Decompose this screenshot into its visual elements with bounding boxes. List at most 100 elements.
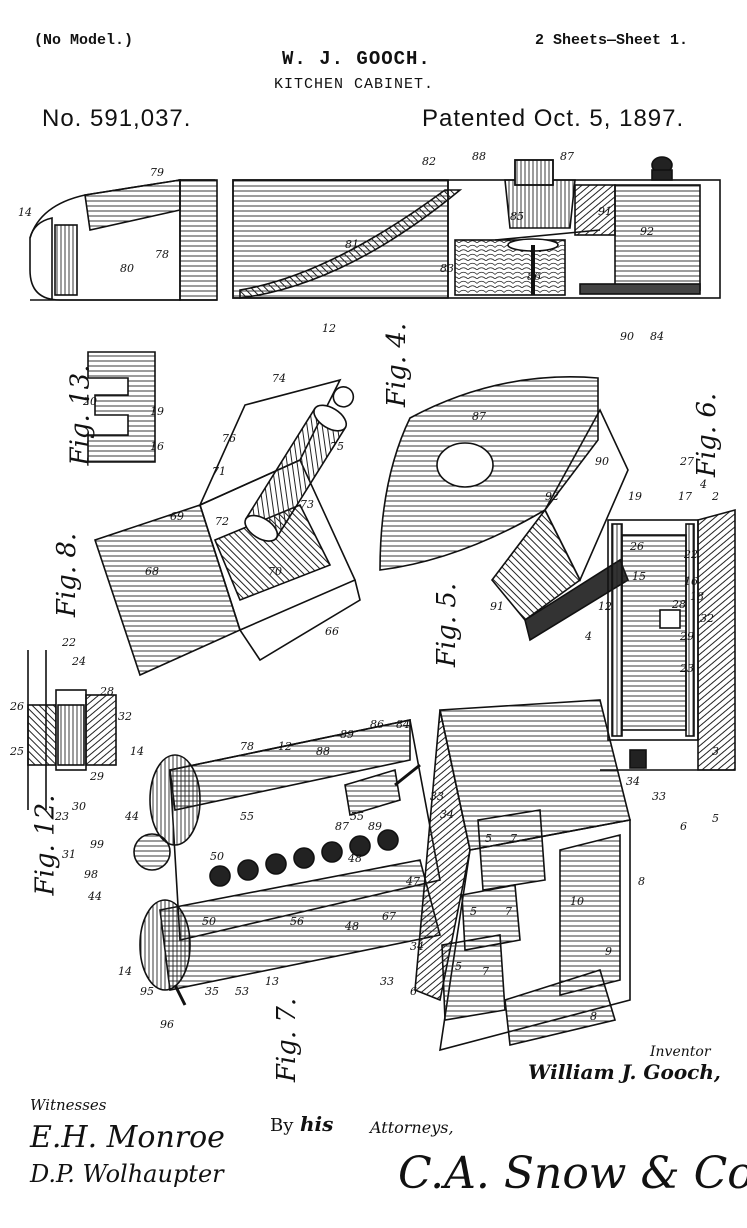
ref-numeral: 14 [18,206,32,219]
ref-numeral: 2 [712,490,719,503]
ref-numeral: 80 [120,262,134,275]
ref-numeral: 15 [632,570,646,583]
witnesses-label: Witnesses [30,1096,107,1114]
ref-numeral: 26 [630,540,644,553]
fig6-label: Fig. 6. [692,393,722,477]
attorney-signature: C.A. Snow & Co. [398,1148,747,1199]
fig5-drawing [380,377,628,640]
ref-numeral: 31 [62,848,76,861]
ref-numeral: 22 [62,636,76,649]
ref-numeral: 30 [72,800,86,813]
ref-numeral: 88 [472,150,486,163]
ref-numeral: 29 [90,770,104,783]
ref-numeral: 89 [340,728,354,741]
ref-numeral: 13 [265,975,279,988]
ref-numeral: 91 [490,600,504,613]
ref-numeral: 66 [325,625,339,638]
ref-numeral: 29 [680,630,694,643]
ref-numeral: 92 [640,225,654,238]
ref-numeral: 32 [118,710,132,723]
ref-numeral: 34 [410,940,424,953]
ref-numeral: 55 [240,810,254,823]
ref-numeral: 87 [472,410,486,423]
ref-numeral: 18 [690,590,704,603]
attorneys-label: Attorneys, [370,1118,454,1137]
ref-numeral: 4 [700,478,707,491]
fig12-drawing [28,650,116,810]
ref-numeral: 95 [140,985,154,998]
ref-numeral: 35 [205,985,219,998]
ref-numeral: 72 [215,515,229,528]
ref-numeral: 4 [585,630,592,643]
ref-numeral: 23 [55,810,69,823]
ref-numeral: 12 [598,600,612,613]
ref-numeral: 8 [590,1010,597,1023]
ref-numeral: 22 [684,548,698,561]
fig13-drawing [88,352,155,462]
ref-numeral: 84 [396,718,410,731]
fig13-label: Fig. 13. [65,365,95,466]
ref-numeral: 33 [380,975,394,988]
ref-numeral: 19 [628,490,642,503]
ref-numeral: 50 [202,915,216,928]
ref-numeral: 84 [650,330,664,343]
ref-numeral: 20 [83,395,97,408]
ref-numeral: 12 [278,740,292,753]
fig5-label: Fig. 5. [432,583,462,667]
ref-numeral: 33 [430,790,444,803]
ref-numeral: 68 [145,565,159,578]
ref-numeral: 88 [316,745,330,758]
ref-numeral: 24 [72,655,86,668]
ref-numeral: 82 [422,155,436,168]
ref-numeral: 26 [10,700,24,713]
ref-numeral: 75 [330,440,344,453]
by-label: By [270,1115,293,1136]
ref-numeral: 90 [620,330,634,343]
ref-numeral: 99 [90,838,104,851]
ref-numeral: 6 [410,985,417,998]
witness-signature-2: D.P. Wolhaupter [30,1160,224,1188]
ref-numeral: 47 [406,875,420,888]
ref-numeral: 55 [350,810,364,823]
ref-numeral: 19 [150,405,164,418]
ref-numeral: 86 [527,270,541,283]
ref-numeral: 32 [700,612,714,625]
ref-numeral: 7 [505,905,512,918]
ref-numeral: 48 [348,852,362,865]
ref-numeral: 98 [84,868,98,881]
ref-numeral: 8 [638,875,645,888]
ref-numeral: 83 [440,262,454,275]
ref-numeral: 25 [10,745,24,758]
ref-numeral: 81 [345,238,359,251]
ref-numeral: 85 [510,210,524,223]
ref-numeral: 44 [88,890,102,903]
fig6-drawing [600,510,735,770]
ref-numeral: 34 [626,775,640,788]
fig8-label: Fig. 8. [52,533,82,617]
his-label: his [300,1112,333,1136]
ref-numeral: 90 [595,455,609,468]
ref-numeral: 3 [712,745,719,758]
witness-signature-1: E.H. Monroe [30,1120,225,1155]
ref-numeral: 9 [605,945,612,958]
ref-numeral: 33 [652,790,666,803]
ref-numeral: 78 [240,740,254,753]
ref-numeral: 96 [160,1018,174,1031]
ref-numeral: 14 [130,745,144,758]
ref-numeral: 5 [470,905,477,918]
ref-numeral: 23 [680,662,694,675]
ref-numeral: 87 [335,820,349,833]
fig4-drawing [30,157,720,300]
ref-numeral: 12 [322,322,336,335]
ref-numeral: 53 [235,985,249,998]
ref-numeral: 44 [125,810,139,823]
ref-numeral: 34 [440,808,454,821]
ref-numeral: 78 [155,248,169,261]
ref-numeral: 28 [672,598,686,611]
ref-numeral: 10 [570,895,584,908]
ref-numeral: 74 [272,372,286,385]
ref-numeral: 87 [560,150,574,163]
ref-numeral: 28 [100,685,114,698]
ref-numeral: 16 [150,440,164,453]
